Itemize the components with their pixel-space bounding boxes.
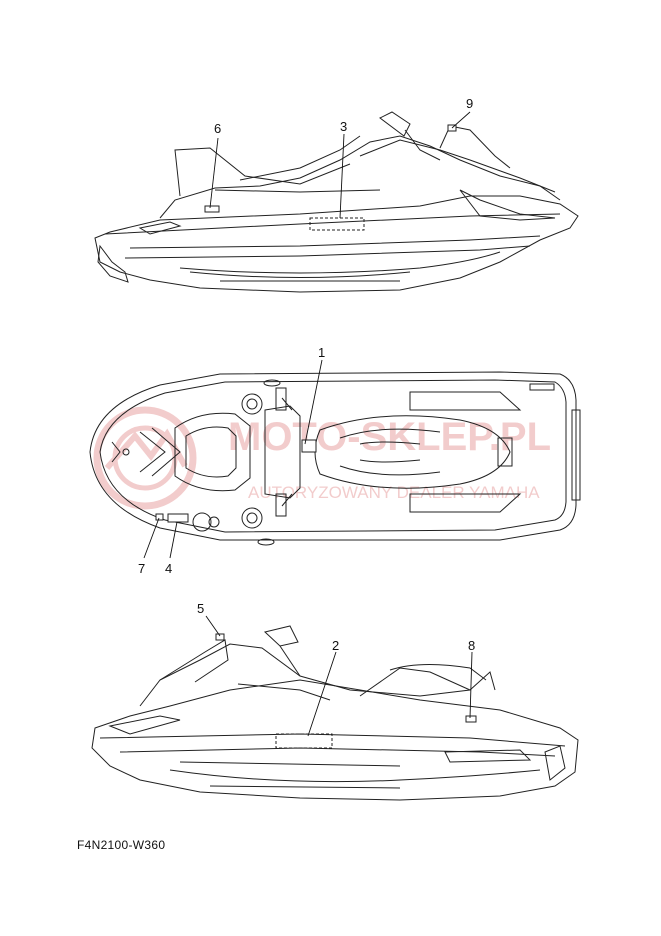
callout-9: 9 bbox=[466, 96, 473, 111]
watermark: MOTO-SKLEP.PL AUTORYZOWANY DEALER YAMAHA bbox=[93, 406, 551, 510]
side-view-lower bbox=[91, 625, 579, 801]
callout-3: 3 bbox=[340, 119, 347, 134]
label-area-7 bbox=[155, 513, 164, 521]
watermark-tagline: AUTORYZOWANY DEALER YAMAHA bbox=[248, 483, 540, 502]
label-area-5 bbox=[215, 633, 225, 641]
label-area-8 bbox=[465, 715, 477, 723]
leader-line-3 bbox=[339, 133, 345, 219]
leader-line-8 bbox=[469, 651, 473, 719]
watermark-brand: MOTO-SKLEP.PL bbox=[228, 415, 551, 459]
callout-7: 7 bbox=[138, 561, 145, 576]
leader-line-5 bbox=[205, 615, 221, 637]
label-area-2 bbox=[275, 733, 333, 749]
leader-line-4 bbox=[169, 521, 178, 559]
leader-lines bbox=[143, 111, 473, 737]
side-view-upper bbox=[94, 111, 579, 293]
leader-line-9 bbox=[451, 111, 471, 129]
callout-numbers: 1 2 3 4 5 6 7 8 9 bbox=[138, 96, 475, 653]
callout-2: 2 bbox=[332, 638, 339, 653]
callout-5: 5 bbox=[197, 601, 204, 616]
callout-4: 4 bbox=[165, 561, 172, 576]
callout-6: 6 bbox=[214, 121, 221, 136]
label-area-6 bbox=[204, 205, 220, 213]
callout-8: 8 bbox=[468, 638, 475, 653]
label-area-4 bbox=[167, 513, 189, 523]
leader-line-1 bbox=[304, 359, 323, 445]
watermark-logo bbox=[93, 406, 197, 510]
callout-1: 1 bbox=[318, 345, 325, 360]
top-view bbox=[89, 371, 581, 546]
label-area-1 bbox=[301, 439, 317, 453]
diagram-code: F4N2100-W360 bbox=[77, 838, 166, 852]
leader-line-7 bbox=[143, 517, 160, 559]
leader-line-6 bbox=[209, 137, 219, 209]
label-area-3 bbox=[309, 217, 365, 231]
leader-line-2 bbox=[307, 651, 337, 737]
